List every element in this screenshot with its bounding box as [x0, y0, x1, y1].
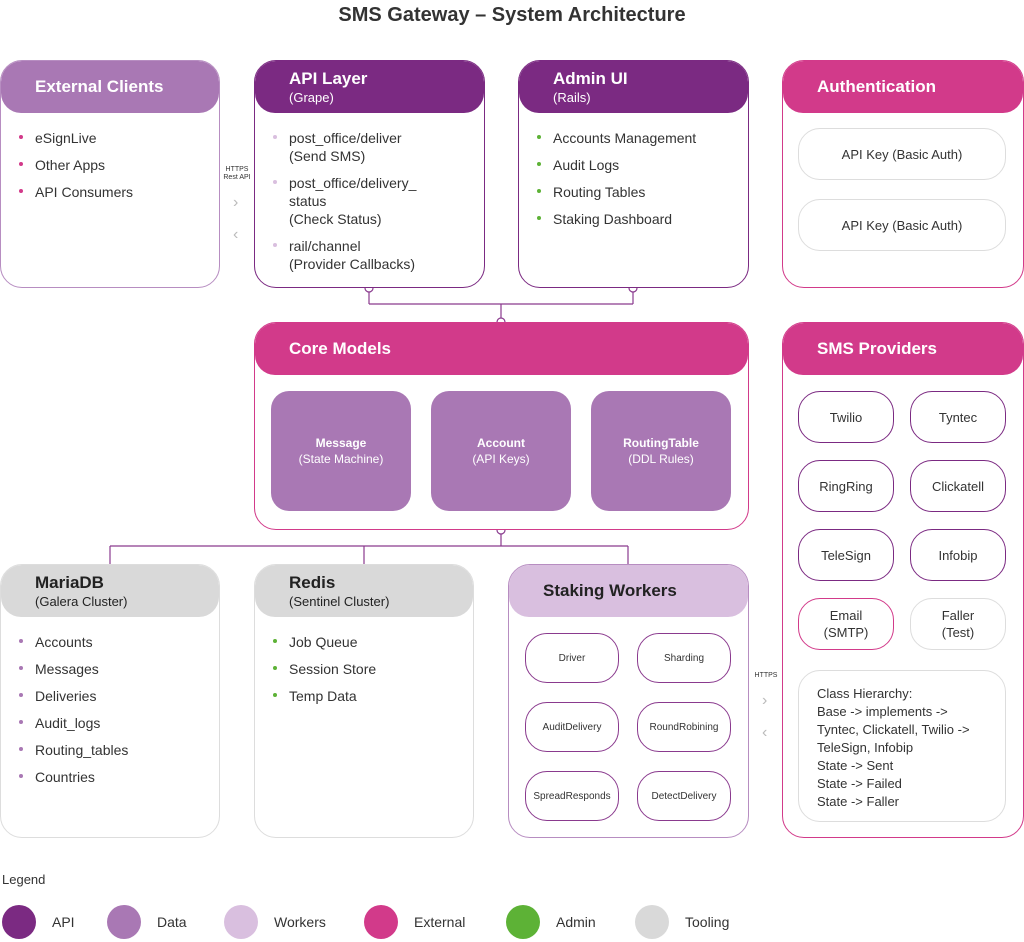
- legend-swatch: [224, 905, 258, 939]
- list-item: eSignLive: [19, 129, 219, 147]
- list-item: API Consumers: [19, 183, 219, 201]
- legend-swatch: [107, 905, 141, 939]
- authentication-header: Authentication: [783, 61, 1023, 113]
- legend-item-workers: Workers: [224, 905, 326, 939]
- list-item: Staking Dashboard: [537, 210, 748, 228]
- list-item: post_office/delivery_ status (Check Stat…: [273, 174, 484, 228]
- admin-ui-subtitle: (Rails): [553, 90, 591, 105]
- diagram-title: SMS Gateway – System Architecture: [338, 4, 686, 26]
- staking-workers-header: Staking Workers: [509, 565, 748, 617]
- list-item: Countries: [19, 768, 219, 786]
- api-layer-header: API Layer (Grape): [255, 61, 484, 113]
- list-item: Accounts Management: [537, 129, 748, 147]
- provider-twilio: Twilio: [798, 391, 894, 443]
- provider-faller: Faller (Test): [910, 598, 1006, 650]
- core-models-header: Core Models: [255, 323, 748, 375]
- legend-item-tooling: Tooling: [635, 905, 729, 939]
- worker-detect-delivery: DetectDelivery: [637, 771, 731, 821]
- class-hierarchy-note: Class Hierarchy: Base -> implements -> T…: [798, 670, 1006, 822]
- list-item: Temp Data: [273, 687, 473, 705]
- list-item: Routing_tables: [19, 741, 219, 759]
- model-message: Message (State Machine): [271, 391, 411, 511]
- redis-card: Redis (Sentinel Cluster) Job Queue Sessi…: [254, 564, 474, 838]
- auth-method-pill: API Key (Basic Auth): [798, 128, 1006, 180]
- legend-title: Legend: [2, 872, 46, 887]
- external-clients-card: External Clients eSignLive Other Apps AP…: [0, 60, 220, 288]
- chevron-right-icon: ›: [233, 194, 239, 211]
- mariadb-card: MariaDB (Galera Cluster) Accounts Messag…: [0, 564, 220, 838]
- list-item: Messages: [19, 660, 219, 678]
- api-layer-card: API Layer (Grape) post_office/deliver (S…: [254, 60, 485, 288]
- legend-item-data: Data: [107, 905, 187, 939]
- admin-ui-card: Admin UI (Rails) Accounts Management Aud…: [518, 60, 749, 288]
- redis-title: Redis: [289, 573, 336, 592]
- list-item: rail/channel (Provider Callbacks): [273, 237, 484, 273]
- mariadb-subtitle: (Galera Cluster): [35, 594, 128, 609]
- provider-infobip: Infobip: [910, 529, 1006, 581]
- list-item: Other Apps: [19, 156, 219, 174]
- legend-swatch: [2, 905, 36, 939]
- auth-method-pill: API Key (Basic Auth): [798, 199, 1006, 251]
- worker-round-robining: RoundRobining: [637, 702, 731, 752]
- core-models-title: Core Models: [289, 339, 392, 358]
- chevron-left-icon: ‹: [233, 226, 239, 243]
- authentication-title: Authentication: [817, 77, 936, 96]
- workers-link-label: HTTPS: [754, 672, 778, 679]
- worker-sharding: Sharding: [637, 633, 731, 683]
- legend-swatch: [506, 905, 540, 939]
- provider-ringring: RingRing: [798, 460, 894, 512]
- list-item: post_office/deliver (Send SMS): [273, 129, 484, 165]
- worker-audit-delivery: AuditDelivery: [525, 702, 619, 752]
- staking-workers-title: Staking Workers: [543, 581, 677, 600]
- list-item: Audit_logs: [19, 714, 219, 732]
- sms-providers-header: SMS Providers: [783, 323, 1023, 375]
- api-layer-subtitle: (Grape): [289, 90, 334, 105]
- api-layer-title: API Layer: [289, 69, 368, 88]
- admin-ui-title: Admin UI: [553, 69, 628, 88]
- provider-telesign: TeleSign: [798, 529, 894, 581]
- list-item: Job Queue: [273, 633, 473, 651]
- list-item: Session Store: [273, 660, 473, 678]
- legend-item-api: API: [2, 905, 75, 939]
- external-clients-header: External Clients: [1, 61, 219, 113]
- chevron-left-icon: ‹: [762, 724, 768, 741]
- api-link-label: HTTPS Rest API: [223, 166, 251, 181]
- worker-driver: Driver: [525, 633, 619, 683]
- list-item: Accounts: [19, 633, 219, 651]
- legend-item-external: External: [364, 905, 465, 939]
- provider-tyntec: Tyntec: [910, 391, 1006, 443]
- model-account: Account (API Keys): [431, 391, 571, 511]
- list-item: Deliveries: [19, 687, 219, 705]
- redis-subtitle: (Sentinel Cluster): [289, 594, 390, 609]
- sms-providers-title: SMS Providers: [817, 339, 937, 358]
- legend-item-admin: Admin: [506, 905, 596, 939]
- worker-spread-responds: SpreadResponds: [525, 771, 619, 821]
- model-routing-table: RoutingTable (DDL Rules): [591, 391, 731, 511]
- mariadb-header: MariaDB (Galera Cluster): [1, 565, 219, 617]
- chevron-right-icon: ›: [762, 692, 768, 709]
- provider-email: Email (SMTP): [798, 598, 894, 650]
- admin-ui-header: Admin UI (Rails): [519, 61, 748, 113]
- external-clients-title: External Clients: [35, 77, 164, 96]
- legend-swatch: [635, 905, 669, 939]
- redis-header: Redis (Sentinel Cluster): [255, 565, 473, 617]
- provider-clickatell: Clickatell: [910, 460, 1006, 512]
- list-item: Routing Tables: [537, 183, 748, 201]
- legend-swatch: [364, 905, 398, 939]
- mariadb-title: MariaDB: [35, 573, 104, 592]
- list-item: Audit Logs: [537, 156, 748, 174]
